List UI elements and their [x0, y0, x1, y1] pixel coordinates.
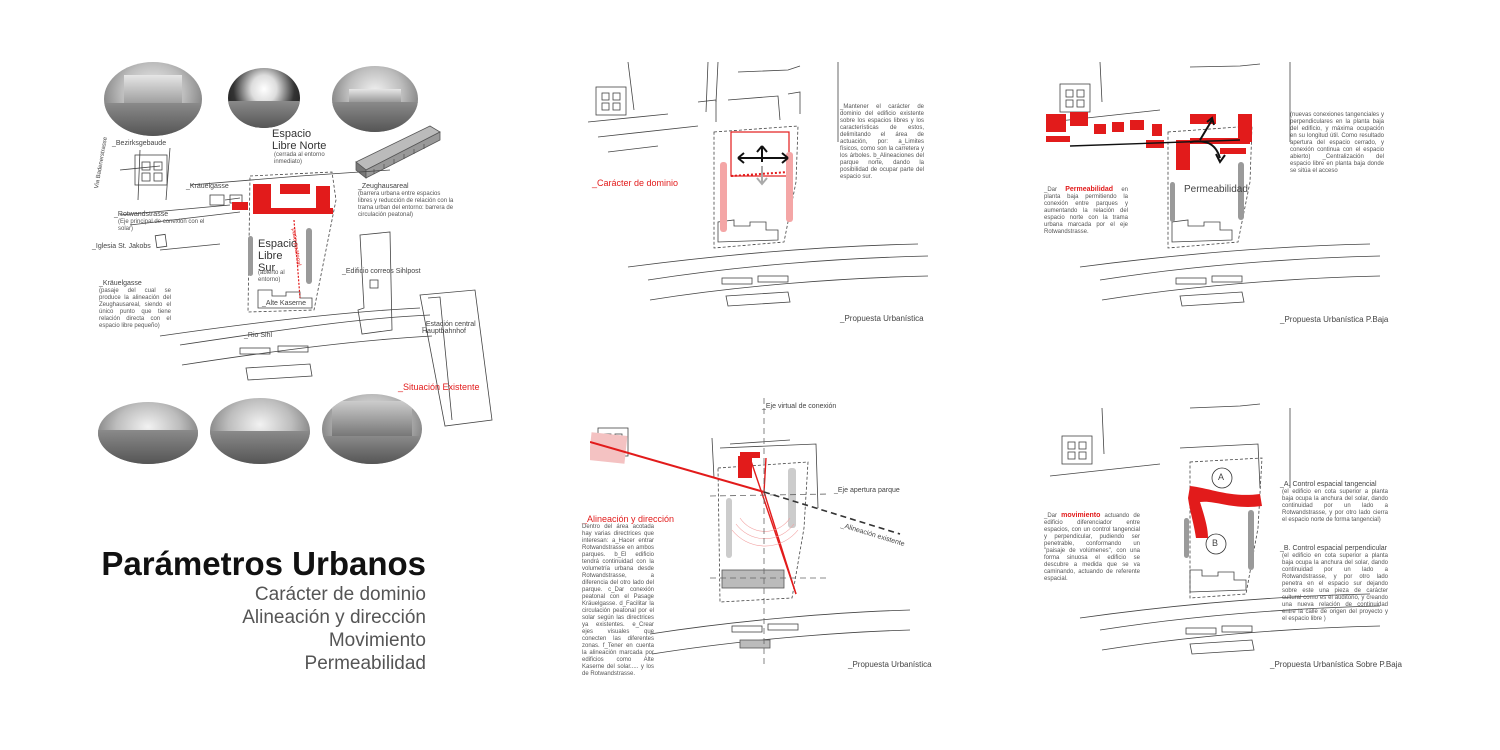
- label-krauelgasse-note-title: _Kräuelgasse: [99, 280, 142, 287]
- note-espacio-sur: (abierto al entorno): [258, 270, 285, 283]
- caption-movimiento: _Propuesta Urbanística Sobre P.Baja: [1270, 660, 1402, 669]
- label-permeabilidad-map: Permeabilidad: [1184, 184, 1248, 195]
- label-alte-kaserne: _Alte Kaserne: [262, 300, 306, 307]
- photo-river-middle: [210, 398, 310, 464]
- label-eje-virtual: _Eje virtual de conexión: [762, 403, 837, 410]
- caption-dominio: _Propuesta Urbanística: [840, 314, 924, 323]
- photo-arcade: [228, 68, 300, 128]
- note-krauelgasse: (pasaje del cual se produce la alineació…: [99, 288, 171, 329]
- map-caracter-dominio: [588, 62, 929, 307]
- zeughausareal-axonometric: [355, 125, 441, 179]
- note-permeabilidad-prefix: _Dar: [1044, 187, 1066, 193]
- label-rotwandstrasse: _Rotwandstrasse: [114, 211, 169, 218]
- caption-permeabilidad: _Propuesta Urbanística P.Baja: [1280, 315, 1389, 324]
- note-movimiento: _Dar movimiento actuando de edificio dif…: [1044, 512, 1140, 583]
- marker-b: B: [1212, 538, 1219, 548]
- note-permeabilidad-key: Permeabilidad: [1065, 186, 1114, 193]
- label-correos: _Edificio correos Sihlpost: [342, 268, 421, 275]
- photo-trees: [322, 394, 422, 464]
- note-espacio-norte: (cerrada al entorno inmediato): [274, 152, 325, 165]
- existing-situation-map: [119, 147, 493, 427]
- note-permeabilidad-rest: en planta baja permitiendo la conexión e…: [1044, 187, 1128, 235]
- map-movimiento: [1049, 403, 1381, 655]
- note-caracter-dominio: _Mantener el carácter de dominio del edi…: [840, 104, 924, 180]
- note-rotwandstrasse: (Eje principal de conexión con el solar): [118, 219, 205, 232]
- note-control-tangencial: (el edificio en cota superior a planta b…: [1282, 489, 1388, 523]
- subtitle-item-1: Alineación y dirección: [242, 607, 426, 628]
- map-permeabilidad: [1046, 62, 1381, 307]
- photo-building-street: [104, 62, 202, 136]
- caption-alineacion: _Propuesta Urbanística: [848, 660, 932, 669]
- note-zeughausareal: (barrera urbana entre espacios libres y …: [358, 191, 454, 218]
- note-permeabilidad: _Dar Permeabilidad en planta baja permit…: [1044, 186, 1128, 236]
- label-rio-sihl: _Rio Sihl: [244, 332, 273, 339]
- photo-courtyard: [332, 66, 418, 132]
- note-control-perpendicular: (el edificio en cota superior a planta b…: [1282, 553, 1388, 622]
- photo-river-left: [98, 402, 198, 464]
- note-movimiento-prefix: _Dar: [1044, 513, 1062, 519]
- note-movimiento-key: movimiento: [1061, 512, 1101, 519]
- title-block: Parámetros Urbanos Carácter de dominio A…: [100, 545, 426, 675]
- label-espacio-norte: Espacio Libre Norte: [272, 128, 327, 152]
- label-iglesia: _Iglesia St. Jakobs: [92, 243, 151, 250]
- label-estacion: _Estación central Hauptbahnhof: [422, 321, 476, 335]
- note-alineacion: Dentro del área acotada hay varias direc…: [582, 524, 654, 677]
- marker-a: A: [1218, 472, 1225, 482]
- heading-situacion-existente: _Situación Existente: [398, 382, 480, 392]
- heading-caracter-dominio: _Carácter de dominio: [592, 178, 679, 188]
- label-control-perpendicular: _B. Control espacial perpendicular: [1280, 545, 1388, 552]
- note-permeabilidad-side: (nuevas conexiones tangenciales y perpen…: [1290, 112, 1384, 174]
- note-movimiento-rest: actuando de edificio diferenciador entre…: [1044, 513, 1141, 582]
- subtitle-item-2: Movimiento: [328, 630, 426, 651]
- label-bezirksgebaude: _Bezirksgebaude: [112, 140, 167, 147]
- label-krauelgasse-top: _Kräuelgasse: [186, 183, 229, 190]
- map-alineacion: [590, 398, 911, 666]
- label-eje-parque: _Eje apertura parque: [834, 487, 900, 494]
- label-control-tangencial: _A. Control espacial tangencial: [1280, 481, 1377, 488]
- label-zeughausareal: _Zeughausareal: [358, 183, 409, 190]
- label-espacio-sur: Espacio Libre Sur: [258, 238, 298, 274]
- subtitle-item-0: Carácter de dominio: [254, 584, 426, 605]
- subtitle-item-3: Permeabilidad: [304, 653, 426, 674]
- heading-alineacion: _Alineación y dirección: [582, 514, 675, 524]
- page-title: Parámetros Urbanos: [101, 545, 426, 582]
